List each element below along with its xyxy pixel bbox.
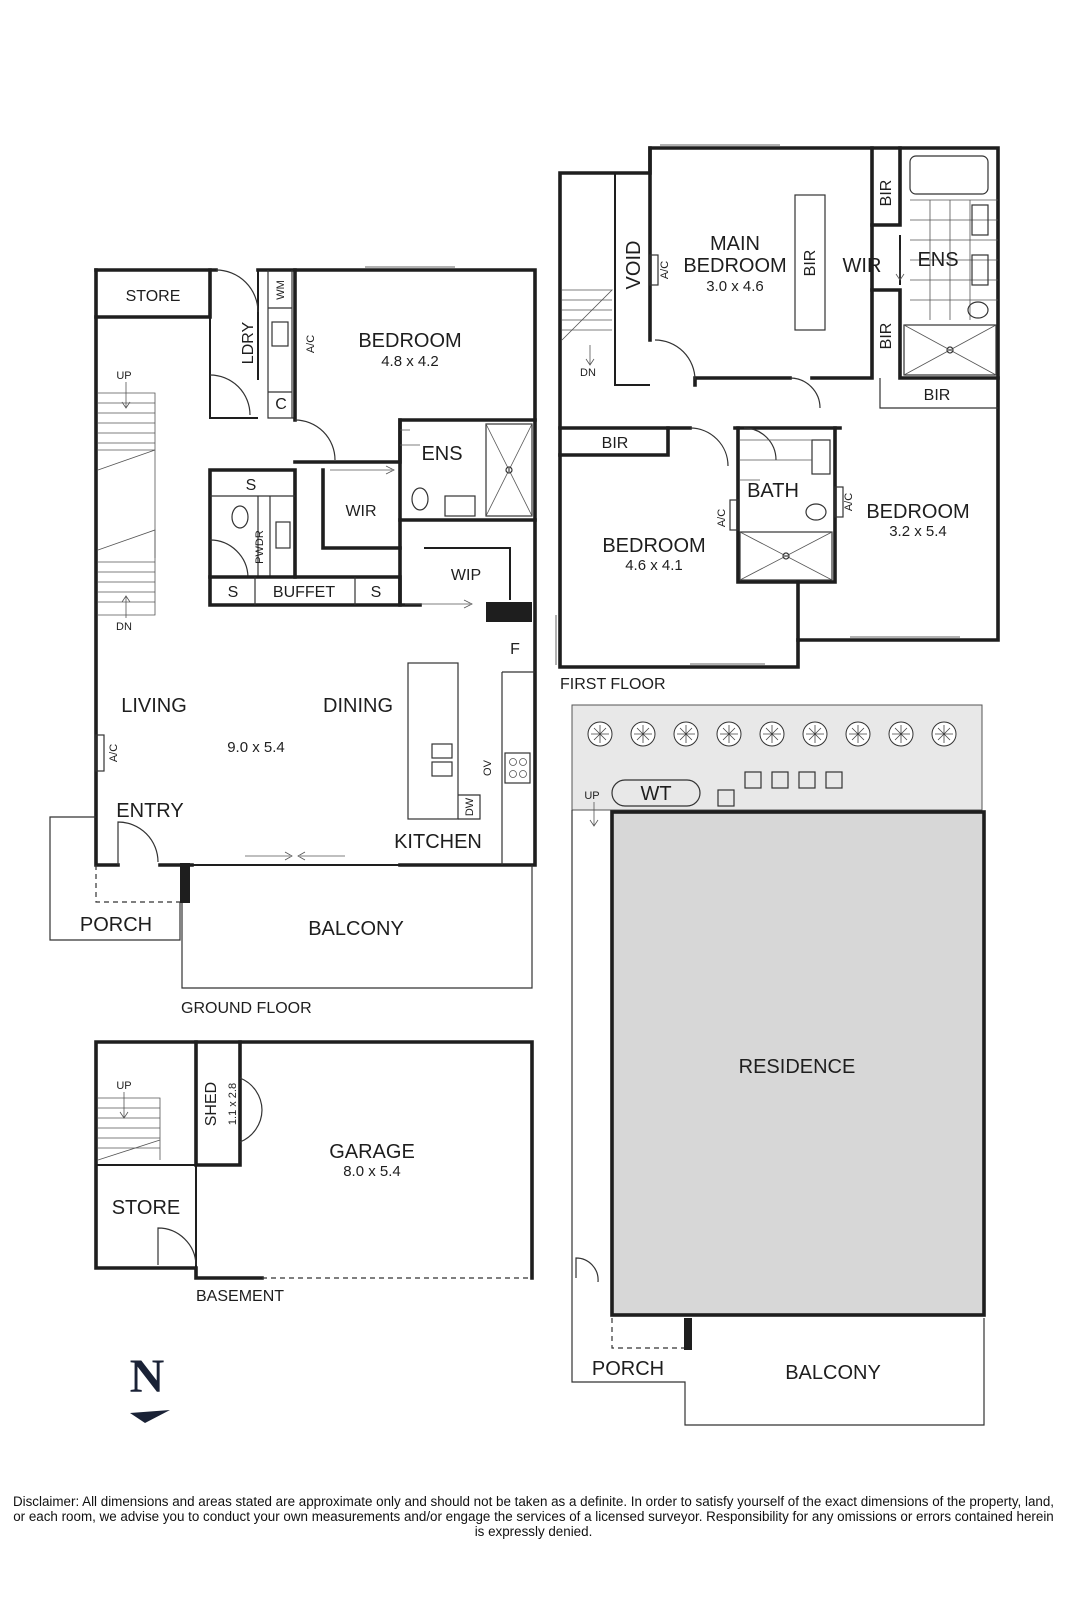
powder-room-label: PWDR xyxy=(254,530,266,564)
tree-detail xyxy=(806,725,824,743)
stairs-down-label: DN xyxy=(116,621,132,633)
north-arrow: N xyxy=(130,1350,170,1423)
washing-machine-label: WM xyxy=(275,280,287,300)
residence-label: RESIDENCE xyxy=(739,1056,856,1078)
ac-label: A/C xyxy=(716,509,728,527)
bedroom-2-label: BEDROOM xyxy=(602,535,705,557)
stairs-up-label: UP xyxy=(584,790,599,802)
oven-label: OV xyxy=(482,759,494,776)
basement xyxy=(94,1040,534,1280)
basement-store-label: STORE xyxy=(112,1197,181,1219)
ground-floor xyxy=(49,266,537,989)
wir-label: WIR xyxy=(345,503,376,520)
tree-detail xyxy=(720,725,738,743)
bedroom-3-label: BEDROOM xyxy=(866,501,969,523)
entry-label: ENTRY xyxy=(116,800,183,822)
garage-label: GARAGE xyxy=(329,1141,415,1163)
ac-label: A/C xyxy=(108,744,120,762)
shed-dimensions: 1.1 x 2.8 xyxy=(227,1083,239,1125)
porch-label: PORCH xyxy=(80,914,152,936)
void-label: VOID xyxy=(623,241,645,290)
stairs-down-label: DN xyxy=(580,367,596,379)
tree-detail xyxy=(591,725,609,743)
kitchen-label: KITCHEN xyxy=(394,831,482,853)
dishwasher-label: DW xyxy=(464,797,476,816)
ensuite-label: ENS xyxy=(421,443,462,465)
ac-label: A/C xyxy=(305,335,317,353)
basement-label: BASEMENT xyxy=(196,1288,284,1305)
shelf-label: S xyxy=(371,584,382,601)
main-bedroom-label: BEDROOM xyxy=(683,255,786,277)
hedge-trees xyxy=(587,721,957,747)
bir-label: BIR xyxy=(924,387,951,404)
north-letter: N xyxy=(130,1350,165,1403)
bir-label: BIR xyxy=(878,323,895,350)
bedroom-dimensions: 4.8 x 4.2 xyxy=(381,353,439,370)
bath-label: BATH xyxy=(747,480,799,502)
tree-detail xyxy=(677,725,695,743)
balcony-label: BALCONY xyxy=(308,918,404,940)
porch-label: PORCH xyxy=(592,1358,664,1380)
living-dimensions: 9.0 x 5.4 xyxy=(227,739,285,756)
first-floor xyxy=(555,144,1000,669)
store-label: STORE xyxy=(126,288,181,305)
cupboard-label: C xyxy=(275,396,287,413)
bir-label: BIR xyxy=(802,250,819,277)
stairs-up-label: UP xyxy=(116,370,131,382)
bir-label: BIR xyxy=(602,435,629,452)
ground-floor-label: GROUND FLOOR xyxy=(181,1000,312,1017)
laundry-label: LDRY xyxy=(240,321,257,364)
shelf-label: S xyxy=(246,477,257,494)
bedroom-2-dimensions: 4.6 x 4.1 xyxy=(625,557,683,574)
site-plan xyxy=(571,704,986,1426)
main-bedroom-label: MAIN xyxy=(710,233,760,255)
wir-label: WIR xyxy=(843,255,882,277)
ac-label: A/C xyxy=(659,261,671,279)
tree-detail xyxy=(935,725,953,743)
bedroom-label: BEDROOM xyxy=(358,330,461,352)
labels: STORE LDRY WM A/C C BEDROOM 4.8 x 4.2 EN… xyxy=(80,180,970,1384)
garage-dimensions: 8.0 x 5.4 xyxy=(343,1163,401,1180)
dining-label: DINING xyxy=(323,695,393,717)
tree-detail xyxy=(763,725,781,743)
disclaimer-text: Disclaimer: All dimensions and areas sta… xyxy=(12,1494,1055,1539)
buffet-label: BUFFET xyxy=(273,584,335,601)
ac-label: A/C xyxy=(843,493,855,511)
bir-label: BIR xyxy=(878,180,895,207)
tree-detail xyxy=(634,725,652,743)
shelf-label: S xyxy=(228,584,239,601)
living-label: LIVING xyxy=(121,695,187,717)
bedroom-3-dimensions: 3.2 x 5.4 xyxy=(889,523,947,540)
main-bedroom-dimensions: 3.0 x 4.6 xyxy=(706,278,764,295)
tree-detail xyxy=(892,725,910,743)
water-tank-label: WT xyxy=(640,783,671,805)
tree-detail xyxy=(849,725,867,743)
stairs-up-label: UP xyxy=(116,1080,131,1092)
north-arrow-icon xyxy=(130,1410,170,1423)
fridge-label: F xyxy=(510,641,520,658)
ensuite-label: ENS xyxy=(917,249,958,271)
balcony-label: BALCONY xyxy=(785,1362,881,1384)
shed-label: SHED xyxy=(203,1082,220,1126)
wip-label: WIP xyxy=(451,567,481,584)
first-floor-label: FIRST FLOOR xyxy=(560,676,666,693)
